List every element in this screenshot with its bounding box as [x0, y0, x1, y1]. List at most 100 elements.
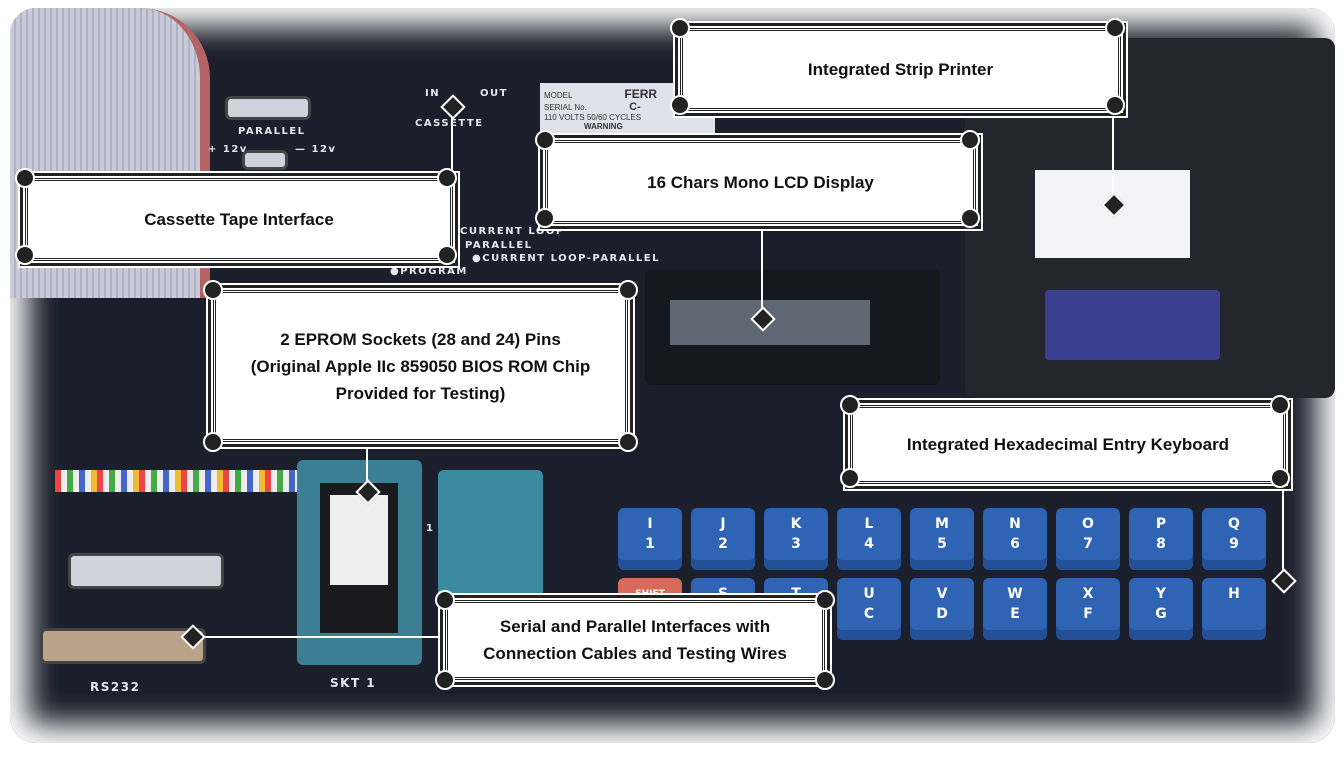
label-rs232: RS232	[90, 680, 141, 694]
key-bottom-label: 6	[1010, 536, 1020, 552]
key-top-label: N	[1009, 516, 1021, 532]
key-bottom-label: 7	[1083, 536, 1093, 552]
label-skt1: SKT 1	[330, 676, 377, 690]
leader-keyboard	[1282, 478, 1284, 578]
parallel-port	[225, 96, 311, 120]
ornament-icon	[15, 168, 35, 188]
ornament-icon	[670, 95, 690, 115]
key-top-label: S	[717, 586, 729, 602]
ornament-icon	[437, 245, 457, 265]
label-current-loop: CURRENT LOOP	[460, 226, 565, 237]
key-top-label: Y	[1155, 586, 1167, 602]
ornament-icon	[203, 432, 223, 452]
leader-lcd	[761, 218, 763, 318]
label-minus12: — 12v	[295, 144, 337, 155]
rom-chip	[320, 483, 398, 633]
ornament-icon	[1105, 18, 1125, 38]
ornament-icon	[535, 130, 555, 150]
key-bottom-label: 5	[937, 536, 947, 552]
key-bottom-label: 3	[791, 536, 801, 552]
key-top-label: J	[720, 516, 726, 532]
key-bottom-label: E	[1010, 606, 1020, 622]
ornament-icon	[960, 208, 980, 228]
key-top-label: Q	[1228, 516, 1240, 532]
key-top-label: K	[790, 516, 802, 532]
ornament-icon	[618, 280, 638, 300]
power-port	[242, 150, 288, 170]
callout-lcd: 16 Chars Mono LCD Display	[543, 138, 978, 226]
key-top-label: P	[1155, 516, 1167, 532]
key-bottom-label: C	[863, 606, 875, 622]
leader-serial	[195, 636, 445, 638]
callout-cassette: Cassette Tape Interface	[23, 176, 455, 263]
key-top-label: T	[791, 586, 801, 602]
callout-serial: Serial and Parallel Interfaces with Conn…	[443, 598, 827, 682]
key-bottom-label: 9	[1229, 536, 1239, 552]
key-top-label: W	[1007, 586, 1023, 602]
ornament-icon	[1105, 95, 1125, 115]
key-h[interactable]: H	[1202, 578, 1266, 640]
label-1: 1	[426, 523, 435, 534]
label-plus12: + 12v	[208, 144, 248, 155]
ornament-icon	[670, 18, 690, 38]
callout-printer: Integrated Strip Printer	[678, 26, 1123, 113]
key-top-label: I	[647, 516, 653, 532]
callout-eprom: 2 EPROM Sockets (28 and 24) Pins (Origin…	[211, 288, 630, 444]
key-top-label: O	[1082, 516, 1094, 532]
ornament-icon	[960, 130, 980, 150]
ornament-icon	[203, 280, 223, 300]
label-loop-parallel: ●CURRENT LOOP-PARALLEL	[472, 253, 660, 264]
plate-model-no: C-	[629, 101, 641, 113]
ornament-icon	[435, 670, 455, 690]
key-bottom-label: D	[936, 606, 948, 622]
key-top-label: V	[936, 586, 948, 602]
label-program: ●PROGRAM	[390, 266, 468, 277]
ornament-icon	[1270, 395, 1290, 415]
key-top-label: X	[1082, 586, 1094, 602]
key-bottom-label: 8	[1156, 536, 1166, 552]
plate-volts: 110 VOLTS 50/60 CYCLES	[544, 113, 642, 122]
key-top-label: M	[935, 516, 949, 532]
plate-model: MODEL	[544, 91, 573, 100]
ornament-icon	[1270, 468, 1290, 488]
label-out: OUT	[480, 88, 508, 99]
ornament-icon	[435, 590, 455, 610]
callout-keyboard: Integrated Hexadecimal Entry Keyboard	[848, 403, 1288, 486]
ornament-icon	[815, 670, 835, 690]
key-bottom-label: 1	[645, 536, 655, 552]
plate-brand: FERR	[624, 87, 658, 101]
leader-printer	[1112, 105, 1114, 205]
logo-sticker	[1045, 290, 1220, 360]
device-photo: PARALLEL + 12v — 12v IN OUT CASSETTE MOD…	[10, 8, 1335, 743]
key-bottom-label: 2	[718, 536, 728, 552]
ornament-icon	[840, 395, 860, 415]
plate-warning: WARNING	[584, 122, 623, 131]
wire-strip	[55, 470, 305, 492]
ornament-icon	[15, 245, 35, 265]
db25-connector	[68, 553, 224, 589]
ornament-icon	[437, 168, 457, 188]
key-top-label: U	[863, 586, 875, 602]
ornament-icon	[535, 208, 555, 228]
key-bottom-label: 4	[864, 536, 874, 552]
label-parallel-2: PARALLEL	[465, 240, 533, 251]
leader-eprom	[366, 442, 368, 490]
label-parallel: PARALLEL	[238, 126, 306, 137]
rs232-connector	[40, 628, 206, 664]
key-bottom-label: F	[1083, 606, 1093, 622]
ornament-icon	[815, 590, 835, 610]
